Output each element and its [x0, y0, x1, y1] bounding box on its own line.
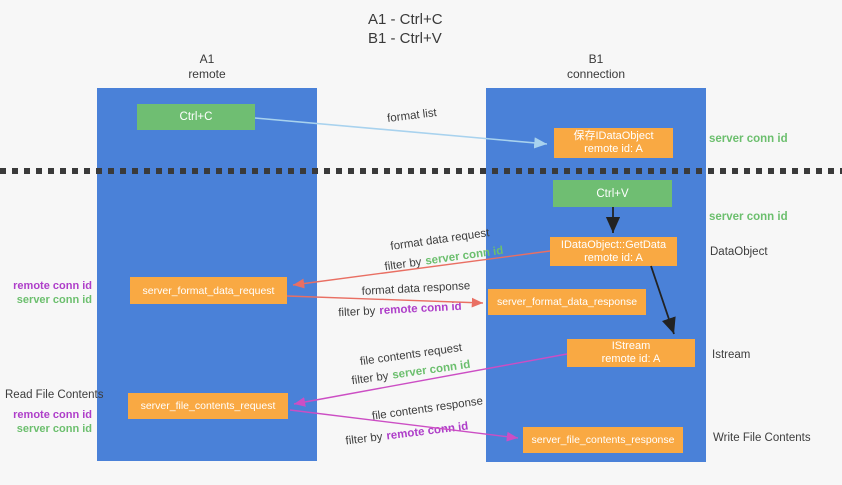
- istream-line1: IStream: [611, 340, 651, 352]
- remote-conn-id-text-1: remote conn id: [379, 300, 462, 318]
- server-format-data-request-label: server_format_data_request: [142, 284, 275, 297]
- left-mid-remote-conn-id: remote conn id: [13, 280, 92, 292]
- title-line-2: B1 - Ctrl+V: [368, 30, 442, 47]
- remote-conn-id-text-2: remote conn id: [385, 420, 470, 443]
- server-conn-id-mid-label: server conn id: [709, 211, 788, 223]
- save-idataobject-line1: 保存IDataObject: [573, 130, 654, 142]
- left-bottom-conn-ids: remote conn id server conn id: [0, 408, 92, 436]
- ctrl-v-label: Ctrl+V: [596, 187, 629, 200]
- left-mid-conn-ids: remote conn id server conn id: [0, 279, 92, 307]
- left-lane-header: A1 remote: [97, 52, 317, 82]
- server-format-data-response-label: server_format_data_response: [496, 296, 638, 308]
- server-file-contents-response-label: server_file_contents_response: [531, 434, 675, 446]
- ctrl-v-node: Ctrl+V: [553, 180, 672, 207]
- save-idataobject-node: 保存IDataObject remote id: A: [554, 128, 673, 158]
- save-idataobject-line2: remote id: A: [584, 143, 643, 155]
- left-bottom-remote-conn-id: remote conn id: [13, 409, 92, 421]
- dataobject-label: DataObject: [710, 246, 768, 258]
- getdata-line2: remote id: A: [584, 251, 643, 264]
- diagram-title: A1 - Ctrl+C B1 - Ctrl+V: [368, 10, 443, 48]
- filter-by-text-2: filter by: [338, 305, 376, 320]
- server-file-contents-response-node: server_file_contents_response: [523, 427, 683, 453]
- read-file-contents-label: Read File Contents: [5, 389, 104, 401]
- left-bottom-server-conn-id: server conn id: [16, 423, 92, 435]
- left-lane-title: A1: [199, 52, 215, 66]
- file-contents-response-label: file contents response: [371, 395, 484, 423]
- format-list-label: format list: [386, 107, 438, 125]
- server-conn-id-top-label: server conn id: [709, 133, 788, 145]
- server-file-contents-request-label: server_file_contents_request: [140, 400, 276, 412]
- filter-by-text-1: filter by: [383, 256, 423, 274]
- filter-by-text-4: filter by: [344, 431, 384, 448]
- left-lane-subtitle: remote: [188, 67, 226, 81]
- istream-node: IStream remote id: A: [567, 339, 695, 367]
- ctrl-c-label: Ctrl+C: [179, 111, 213, 123]
- server-conn-id-text-2: server conn id: [391, 358, 472, 382]
- idataobject-getdata-node: IDataObject::GetData remote id: A: [550, 237, 677, 266]
- ctrl-c-node: Ctrl+C: [137, 104, 255, 130]
- server-file-contents-request-node: server_file_contents_request: [128, 393, 288, 419]
- istream-line2: remote id: A: [601, 353, 661, 365]
- istream-side-label: Istream: [712, 349, 751, 361]
- write-file-contents-label: Write File Contents: [713, 432, 811, 444]
- left-mid-server-conn-id: server conn id: [16, 294, 92, 306]
- server-format-data-response-node: server_format_data_response: [488, 289, 646, 315]
- getdata-line1: IDataObject::GetData: [560, 238, 667, 251]
- boundary-dotted-line: [0, 168, 842, 174]
- server-format-data-request-node: server_format_data_request: [130, 277, 287, 304]
- right-lane-subtitle: connection: [566, 67, 626, 81]
- title-line-1: A1 - Ctrl+C: [368, 11, 443, 28]
- right-lane-header: B1 connection: [486, 52, 706, 82]
- format-data-response-label: format data response: [361, 280, 471, 298]
- right-lane-title: B1: [588, 52, 604, 66]
- filter-by-text-3: filter by: [350, 370, 390, 388]
